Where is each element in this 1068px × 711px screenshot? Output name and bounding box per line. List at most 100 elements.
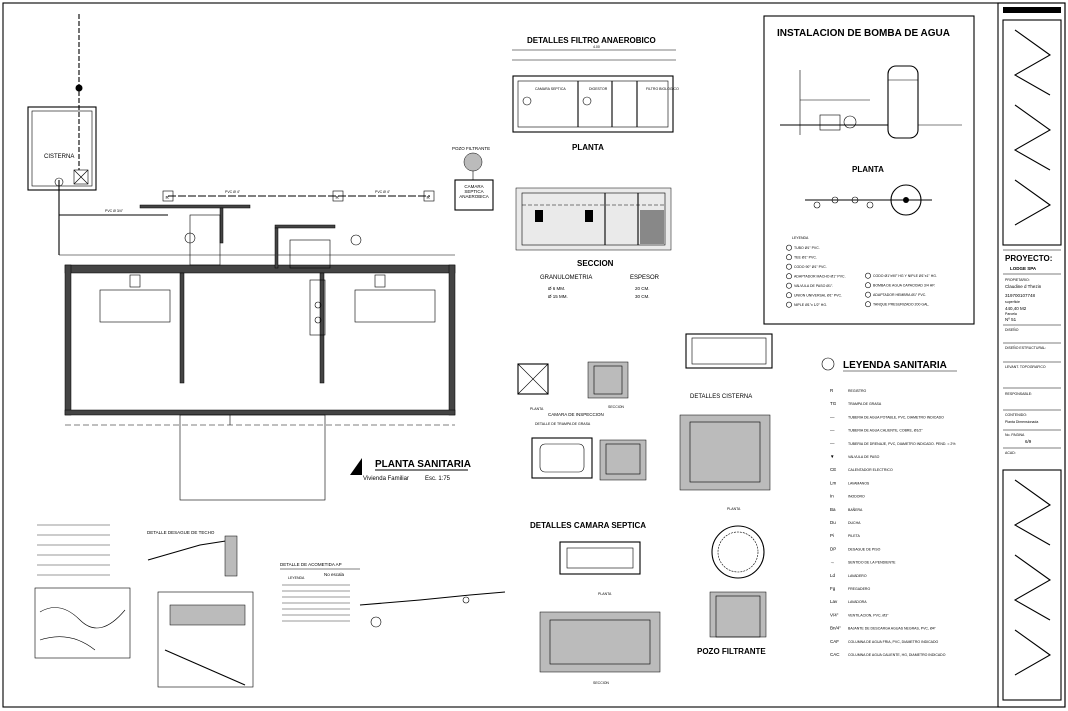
leyenda-item-text: FREGADERO bbox=[848, 587, 870, 591]
leyenda-symbol: ▼ bbox=[830, 454, 834, 459]
filtro-planta-box bbox=[512, 75, 674, 133]
pozo-icon bbox=[463, 152, 483, 172]
cisterna-detail-title: DETALLES CISTERNA bbox=[690, 394, 752, 400]
svg-text:ACAD:: ACAD: bbox=[1005, 451, 1016, 455]
leyenda-symbol: → bbox=[830, 560, 835, 565]
bomba-legend-marker bbox=[786, 282, 792, 289]
bomba-legend-marker bbox=[786, 244, 792, 251]
leyenda-symbol: Ld bbox=[830, 573, 836, 578]
trampa-label: DETALLE DE TRAMPA DE GRASA bbox=[535, 422, 591, 426]
leyenda-item-text: TUBERIA DE DRENAJE, PVC, DIAMETRO INDICA… bbox=[848, 442, 955, 446]
leyenda-item-text: LAVADORA bbox=[848, 600, 867, 604]
leyenda-item-text: DUCHA bbox=[848, 521, 861, 525]
leyenda-symbol: V/4" bbox=[830, 612, 839, 617]
filtro-planta-label: PLANTA bbox=[572, 143, 604, 152]
leyenda-symbol: — bbox=[830, 414, 835, 419]
svg-text:4.00: 4.00 bbox=[593, 45, 600, 49]
pump-icon bbox=[819, 114, 841, 131]
leyenda-item-text: BAÑERA bbox=[848, 507, 863, 512]
leyenda-symbol: — bbox=[830, 441, 835, 446]
leyenda-symbol: DP bbox=[830, 546, 836, 551]
svg-text:Parcela: Parcela bbox=[1005, 312, 1017, 316]
acometida-scale: No escala bbox=[324, 572, 345, 577]
propietario-value: Claudine d Thezin bbox=[1005, 284, 1042, 289]
svg-text:FILTRO BIOLOGICO: FILTRO BIOLOGICO bbox=[646, 87, 679, 91]
svg-text:PLANTA: PLANTA bbox=[530, 407, 544, 411]
meter-icon bbox=[75, 84, 83, 92]
bomba-legend-item: ADAPTADOR MACHO Ø1" PVC. bbox=[794, 275, 846, 279]
leyenda-symbol: Du bbox=[830, 520, 836, 525]
svg-text:PVC Ø 4": PVC Ø 4" bbox=[375, 190, 391, 194]
planta-sanitaria: CISTERNA R R R PVC Ø 4" PVC Ø 4" PVC Ø 3… bbox=[27, 14, 494, 501]
gran-row-2: Ø 15 MM. bbox=[548, 294, 568, 299]
bomba-legend-marker bbox=[865, 301, 871, 308]
cedula-value: 319700107748 bbox=[1005, 293, 1036, 298]
septica-title: DETALLES CAMARA SEPTICA bbox=[530, 521, 646, 530]
leyenda-symbol: Bn/4" bbox=[830, 626, 841, 631]
lower-details: DETALLE DESAGUE DE TECHO DETALLE DE ACOM… bbox=[34, 524, 506, 688]
svg-text:LEYENDA: LEYENDA bbox=[288, 576, 305, 580]
leyenda-item-text: COLUMNA DE AGUA CALIENTE, HG, DIAMETRO I… bbox=[848, 653, 946, 657]
leyenda-item-text: SENTIDO DE LA PENDIENTE bbox=[848, 561, 896, 565]
svg-text:DISEÑO: DISEÑO bbox=[1005, 327, 1019, 332]
bomba-planta-label: PLANTA bbox=[852, 165, 884, 174]
bomba-legend-marker bbox=[865, 291, 871, 298]
instalacion-bomba: INSTALACION DE BOMBA DE AGUA PLANTA LEYE… bbox=[763, 15, 975, 325]
svg-text:LEVANT. TOPOGRAFICO: LEVANT. TOPOGRAFICO bbox=[1005, 365, 1046, 369]
contenido-value: Planta Dimensionada bbox=[1005, 420, 1038, 424]
desague-techo-title: DETALLE DESAGUE DE TECHO bbox=[147, 530, 215, 535]
bomba-legend-marker bbox=[865, 282, 871, 289]
registro-1 bbox=[162, 190, 174, 202]
detalles-camara-septica: DETALLES CAMARA SEPTICA PLANTA SECCION P… bbox=[530, 521, 766, 685]
leyenda-symbol: Pi bbox=[830, 533, 834, 538]
detalles-cisterna: PLANTA SECCION CAMARA DE INSPECCION DETA… bbox=[517, 333, 773, 511]
pozo-title: POZO FILTRANTE bbox=[697, 647, 766, 656]
leyenda-item-text: TUBERIA DE AGUA CALIENTE, COBRE, Ø1/2" bbox=[848, 429, 923, 433]
leyenda-symbol: CAC bbox=[830, 652, 840, 657]
svg-text:No. PAGINA: No. PAGINA bbox=[1005, 433, 1025, 437]
leyenda-symbol: Lav bbox=[830, 599, 838, 604]
proyecto-label: PROYECTO: bbox=[1005, 254, 1052, 263]
granulometria-header: GRANULOMETRIA bbox=[540, 275, 592, 281]
svg-text:RESPONSABLE:: RESPONSABLE: bbox=[1005, 392, 1032, 396]
filtro-anaerobico: DETALLES FILTRO ANAEROBICO 4.00 CAMARA S… bbox=[512, 36, 679, 299]
leyenda-item-text: LAVAMANOS bbox=[848, 481, 870, 485]
svg-text:SECCION: SECCION bbox=[593, 681, 609, 685]
pozo-label: POZO FILTRANTE bbox=[452, 146, 490, 151]
bomba-legend-item: CODO 90° Ø1" PVC. bbox=[794, 265, 827, 269]
leyenda-item-text: LAVADERO bbox=[848, 574, 867, 578]
esp-row-2: 30 CM. bbox=[635, 294, 650, 299]
proyecto-value: LODGE SPA bbox=[1010, 266, 1037, 271]
bomba-legend-item: CODO Ø1"x90° HG Y NIPLE Ø1"x1" HG. bbox=[873, 274, 937, 278]
svg-text:PLANTA: PLANTA bbox=[598, 592, 612, 596]
leyenda-item-text: DESAGUE DE PISO bbox=[848, 547, 881, 551]
camara-septica-label: CAMARA SEPTICA ANAEROBICA bbox=[459, 184, 489, 199]
plan-subtitle: Vivienda Familiar bbox=[363, 476, 409, 482]
leyenda-symbol: CE bbox=[830, 467, 836, 472]
leyenda-item-text: TUBERIA DE AGUA POTABLE, PVC, DIAMETRO I… bbox=[848, 415, 944, 419]
inspeccion-label: CAMARA DE INSPECCION bbox=[548, 412, 604, 417]
leyenda-item-text: INODORO bbox=[848, 495, 865, 499]
bomba-frame bbox=[763, 15, 975, 325]
bomba-legend-marker bbox=[786, 254, 792, 261]
bomba-legend-marker bbox=[786, 301, 792, 308]
bomba-legend-item: VALVULA DE PASO Ø1". bbox=[794, 284, 833, 288]
gran-row-1: Ø 6 MM. bbox=[548, 286, 565, 291]
bomba-title: INSTALACION DE BOMBA DE AGUA bbox=[777, 28, 950, 39]
svg-text:R: R bbox=[166, 195, 170, 200]
titleblock-frame bbox=[997, 2, 1066, 708]
svg-text:R: R bbox=[427, 195, 431, 200]
leyenda-item-text: COLUMNA DE AGUA FRIA, PVC, DIAMETRO INDI… bbox=[848, 640, 939, 644]
esp-row-1: 20 CM. bbox=[635, 286, 650, 291]
registro-3 bbox=[423, 190, 435, 202]
leyenda-title: LEYENDA SANITARIA bbox=[843, 360, 947, 371]
bomba-legend-item: NIPLE Ø1"x 1/2" HG. bbox=[794, 303, 827, 307]
leyenda-item-text: VALVULA DE PASO bbox=[848, 455, 880, 459]
leyenda-symbol: Fg bbox=[830, 586, 836, 591]
leyenda-symbol: CAF bbox=[830, 639, 839, 644]
bomba-legend-marker bbox=[786, 292, 792, 299]
svg-text:DIGESTOR: DIGESTOR bbox=[589, 87, 608, 91]
